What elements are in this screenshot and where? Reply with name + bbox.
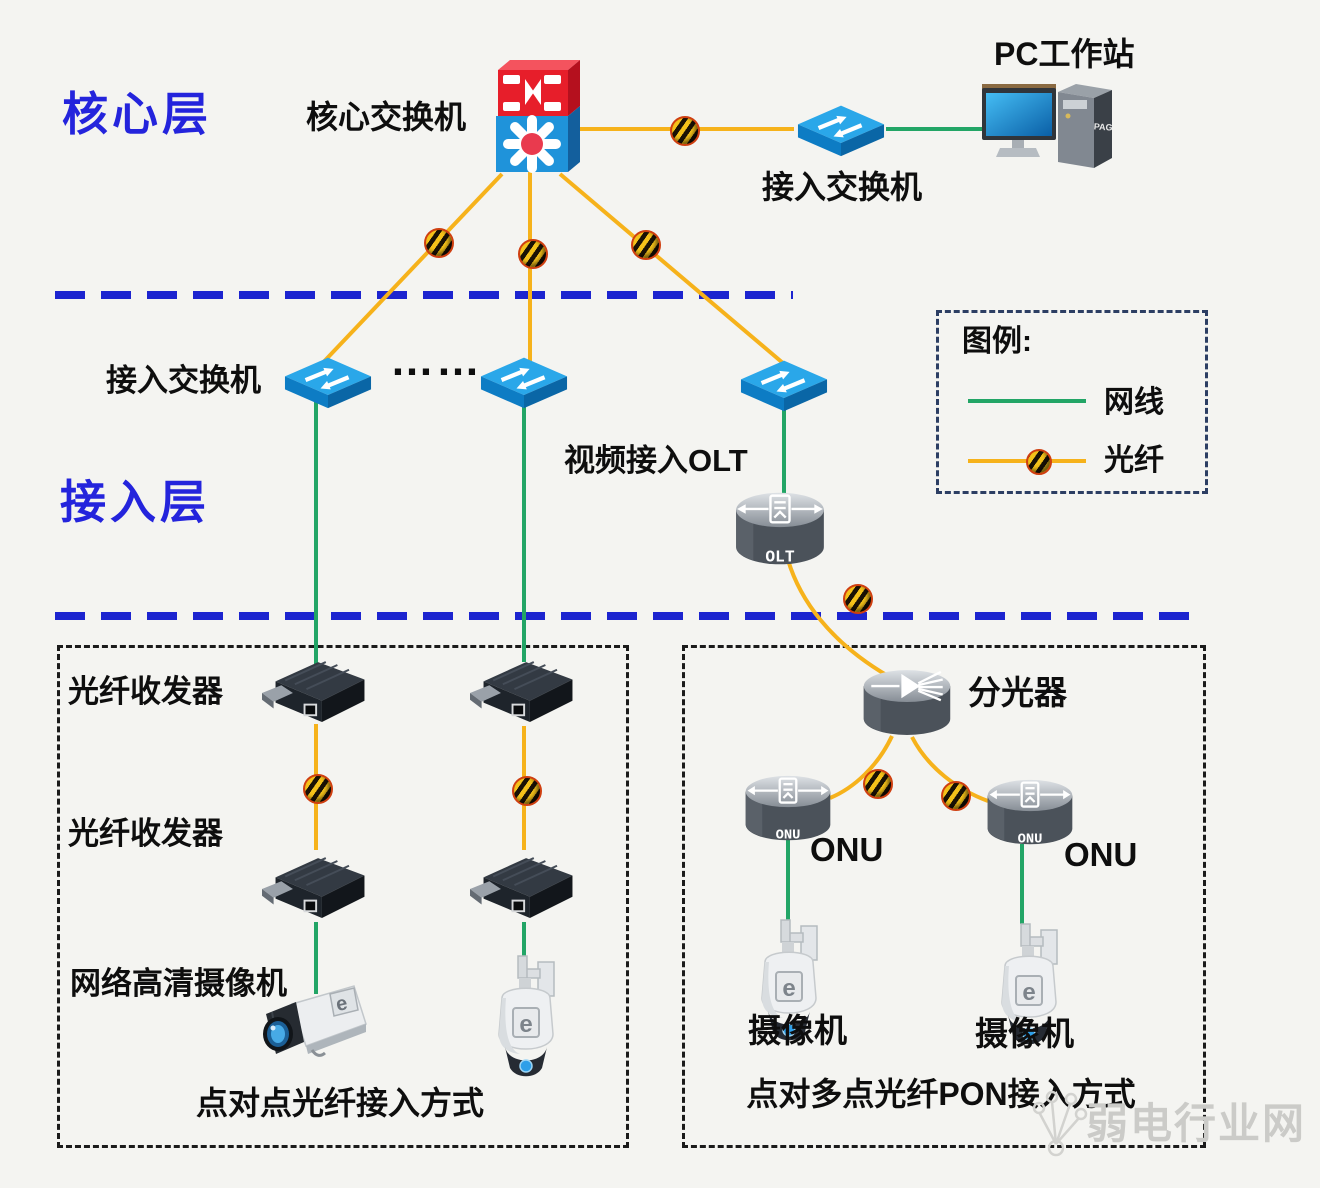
fiber-connector-icon: [303, 774, 333, 804]
fiber-connector-icon: [670, 116, 700, 146]
p2p-caption: 点对点光纤接入方式: [195, 1085, 484, 1121]
svg-text:PAG: PAG: [1093, 121, 1112, 132]
pc-workstation-label: PC工作站: [994, 36, 1135, 72]
ethernet-link-to-dome1: [522, 922, 526, 958]
core-switch-icon: [496, 60, 580, 173]
camera-right-label: 摄像机: [975, 1015, 1074, 1052]
fiber-link-core-to-switch3: [558, 172, 786, 366]
legend-ethernet-label: 网线: [1104, 386, 1164, 419]
onu-device-icon: ONU: [745, 775, 831, 843]
ethernet-link-switch3-to-olt: [782, 401, 786, 493]
svg-text:OLT: OLT: [765, 548, 794, 566]
svg-text:e: e: [334, 992, 349, 1016]
legend-ethernet-swatch: [968, 399, 1086, 403]
media-converter-icon: [470, 652, 586, 734]
core-layer-label: 核心层: [62, 88, 212, 140]
watermark-logo-icon: [1032, 1090, 1088, 1157]
ethernet-link-to-boxcam: [314, 922, 318, 994]
onu-left-label: ONU: [810, 831, 884, 868]
access-switch-2-icon: [476, 352, 572, 410]
access-switch-top-icon: [793, 100, 889, 158]
access-switch-3-icon: [736, 355, 832, 413]
access-layer-label: 接入层: [60, 476, 210, 528]
watermark-text: 弱电行业网: [1086, 1100, 1307, 1147]
switch-ellipsis: ……: [390, 336, 482, 385]
access-bottom-divider: [55, 612, 1205, 620]
ethernet-link-switch2-down: [522, 399, 526, 662]
optical-splitter-icon: [863, 670, 951, 735]
legend-box: [936, 310, 1208, 494]
media-converter-icon: [262, 848, 378, 930]
onu-right-label: ONU: [1064, 836, 1138, 873]
access-switch-left-label: 接入交换机: [106, 363, 261, 398]
core-access-divider: [55, 291, 793, 299]
fiber-connector-icon: [863, 769, 893, 799]
box-camera-icon: e: [263, 985, 367, 1057]
ethernet-link-onu1-to-cam: [786, 840, 790, 920]
media-converter-icon: [470, 848, 586, 930]
pc-workstation-icon: PAG: [982, 84, 1113, 168]
legend-fiber-label: 光纤: [1104, 444, 1164, 477]
video-olt-label: 视频接入OLT: [564, 443, 748, 478]
dome-camera-icon: [492, 952, 560, 1084]
fiber-connector-icon: [512, 776, 542, 806]
onu-device-icon: ONU: [987, 779, 1073, 847]
legend-title: 图例:: [962, 325, 1032, 358]
fiber-transceiver-label-1: 光纤收发器: [68, 674, 223, 709]
fiber-connector-icon: [843, 584, 873, 614]
access-switch-top-label: 接入交换机: [762, 169, 923, 205]
fiber-connector-icon: [631, 230, 661, 260]
fiber-connector-icon: [424, 228, 454, 258]
splitter-label: 分光器: [968, 674, 1067, 711]
fiber-transceiver-label-2: 光纤收发器: [68, 816, 223, 851]
ethernet-link-onu2-to-cam: [1020, 844, 1024, 924]
media-converter-icon: [262, 652, 378, 734]
fiber-connector-icon: [1026, 449, 1052, 475]
ethernet-link-switch1-down: [314, 399, 318, 665]
core-switch-label: 核心交换机: [306, 99, 467, 135]
network-hd-camera-label: 网络高清摄像机: [70, 966, 287, 1001]
pon-access-box: [682, 645, 1206, 1148]
camera-left-label: 摄像机: [748, 1012, 847, 1049]
olt-device-icon: OLT: [736, 492, 824, 566]
svg-text:ONU: ONU: [776, 828, 801, 843]
ethernet-link-switch-to-pc: [886, 127, 984, 131]
p2p-access-box: [57, 645, 629, 1148]
fiber-connector-icon: [518, 239, 548, 269]
svg-text:ONU: ONU: [1018, 832, 1043, 847]
access-switch-1-icon: [280, 352, 376, 410]
fiber-connector-icon: [941, 781, 971, 811]
